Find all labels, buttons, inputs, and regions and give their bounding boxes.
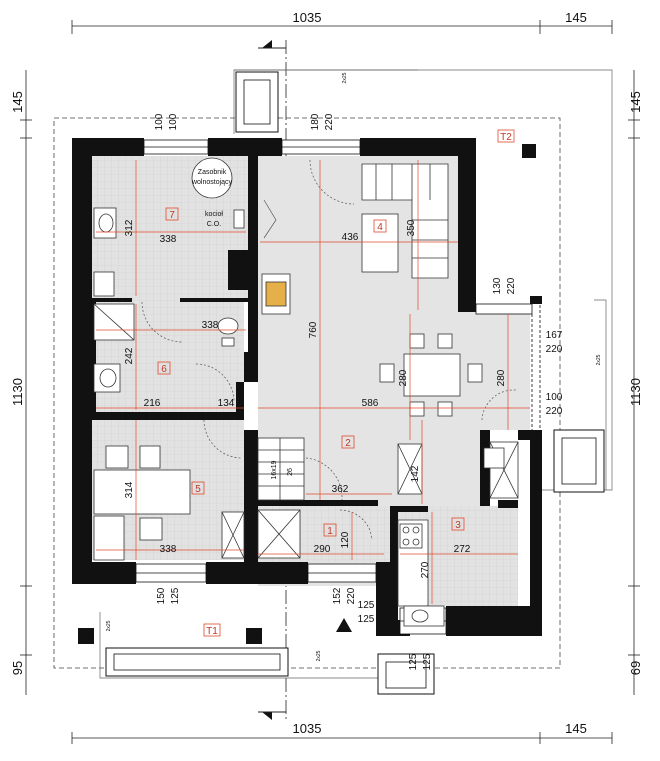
stairs-count: 26 bbox=[287, 468, 294, 476]
room-4-number: 4 bbox=[377, 222, 383, 233]
room-7-height: 312 bbox=[124, 219, 135, 236]
overall-height-right: 1130 bbox=[628, 378, 643, 406]
room-number-boxes bbox=[157, 129, 515, 637]
overall-width-bottom: 1035 bbox=[293, 721, 322, 736]
tank-label-2: wolnostojący bbox=[191, 179, 233, 186]
bottom-overhang-left: 95 bbox=[10, 661, 25, 675]
window-bottom-a: 150 bbox=[156, 587, 167, 604]
room-dimension-lines bbox=[96, 160, 530, 604]
dining-height-2: 280 bbox=[496, 369, 507, 386]
entrance-arrow-icon bbox=[336, 618, 352, 632]
window-bottom-f: 125 bbox=[358, 614, 375, 625]
overall-width-top: 1035 bbox=[293, 10, 322, 25]
room-2-number: 2 bbox=[345, 438, 351, 449]
post-bottom-left bbox=[78, 628, 94, 644]
terrace-width-bottom: 145 bbox=[565, 721, 587, 736]
window-right-f: 220 bbox=[546, 406, 563, 417]
window-bottom-e: 125 bbox=[358, 600, 375, 611]
chimney-label-a: 2x25 bbox=[342, 72, 348, 83]
dining-height-1: 280 bbox=[398, 369, 409, 386]
room-3-number: 3 bbox=[455, 520, 461, 531]
door-bottom-d: 220 bbox=[346, 587, 357, 604]
chimney-label-c: 2x25 bbox=[106, 620, 112, 631]
walls bbox=[72, 138, 542, 636]
step-bottom-inner bbox=[113, 653, 281, 671]
boiler-label-1: kocioł bbox=[205, 211, 223, 218]
top-overhang-right: 145 bbox=[628, 91, 643, 113]
window-bottom-b: 125 bbox=[170, 587, 181, 604]
chimney-top-inner bbox=[243, 79, 271, 125]
living-height: 760 bbox=[308, 321, 319, 338]
room-7-width: 338 bbox=[160, 234, 177, 245]
room-7-number: 7 bbox=[169, 210, 175, 221]
room-1-width: 290 bbox=[314, 544, 331, 555]
post-top-right bbox=[522, 144, 536, 158]
hall-width: 586 bbox=[362, 398, 379, 409]
tank-label-1: Zasobnik bbox=[198, 169, 227, 176]
top-overhang-left: 145 bbox=[10, 91, 25, 113]
room-5-height: 314 bbox=[124, 481, 135, 498]
room-4-width: 436 bbox=[342, 232, 359, 243]
boiler-label-2: C.O. bbox=[207, 221, 221, 228]
bath-width: 338 bbox=[202, 320, 219, 331]
window-top-c: 180 bbox=[310, 113, 321, 130]
room-5-width: 338 bbox=[160, 544, 177, 555]
hall-small: 134 bbox=[218, 398, 235, 409]
post-bottom-mid bbox=[246, 628, 262, 644]
window-right-c: 167 bbox=[546, 330, 563, 341]
chimney-label-b: 2x25 bbox=[596, 354, 602, 365]
terrace-1-label: T1 bbox=[206, 626, 218, 637]
windows bbox=[135, 139, 447, 635]
furniture bbox=[93, 157, 519, 627]
terrace-2-label: T2 bbox=[500, 132, 512, 143]
window-top-d: 220 bbox=[324, 113, 335, 130]
stairs-size: 16x19 bbox=[271, 460, 278, 479]
room-1-number: 1 bbox=[327, 526, 333, 537]
room-6-height: 242 bbox=[124, 347, 135, 364]
window-bottom-h: 125 bbox=[422, 653, 433, 670]
room-3-width: 272 bbox=[454, 544, 471, 555]
vent-right-inner bbox=[561, 437, 597, 485]
window-right-a: 130 bbox=[492, 277, 503, 294]
window-right-d: 220 bbox=[546, 344, 563, 355]
window-top-b: 100 bbox=[168, 113, 179, 130]
overall-dimensions bbox=[20, 20, 640, 744]
window-right-b: 220 bbox=[506, 277, 517, 294]
room-6-number: 6 bbox=[161, 364, 167, 375]
room-1-height: 120 bbox=[340, 531, 351, 548]
roof-outline bbox=[53, 117, 561, 669]
bottom-overhang-right: 69 bbox=[628, 661, 643, 675]
door-bottom-c: 152 bbox=[332, 587, 343, 604]
room-2-width: 362 bbox=[332, 484, 349, 495]
chimney-label-d: 2x25 bbox=[316, 650, 322, 661]
vent-bottom-inner bbox=[385, 661, 427, 689]
room-3-height: 270 bbox=[420, 561, 431, 578]
terrace-doors bbox=[475, 300, 541, 430]
room-2-height: 142 bbox=[410, 465, 421, 482]
room-4-height: 350 bbox=[406, 219, 417, 236]
terrace-width-top: 145 bbox=[565, 10, 587, 25]
room-6-width: 216 bbox=[144, 398, 161, 409]
overall-height-left: 1130 bbox=[10, 378, 25, 406]
room-5-number: 5 bbox=[195, 484, 201, 495]
window-top-a: 100 bbox=[154, 113, 165, 130]
window-right-e: 100 bbox=[546, 392, 563, 403]
window-bottom-g: 125 bbox=[408, 653, 419, 670]
door-swings bbox=[141, 159, 517, 541]
